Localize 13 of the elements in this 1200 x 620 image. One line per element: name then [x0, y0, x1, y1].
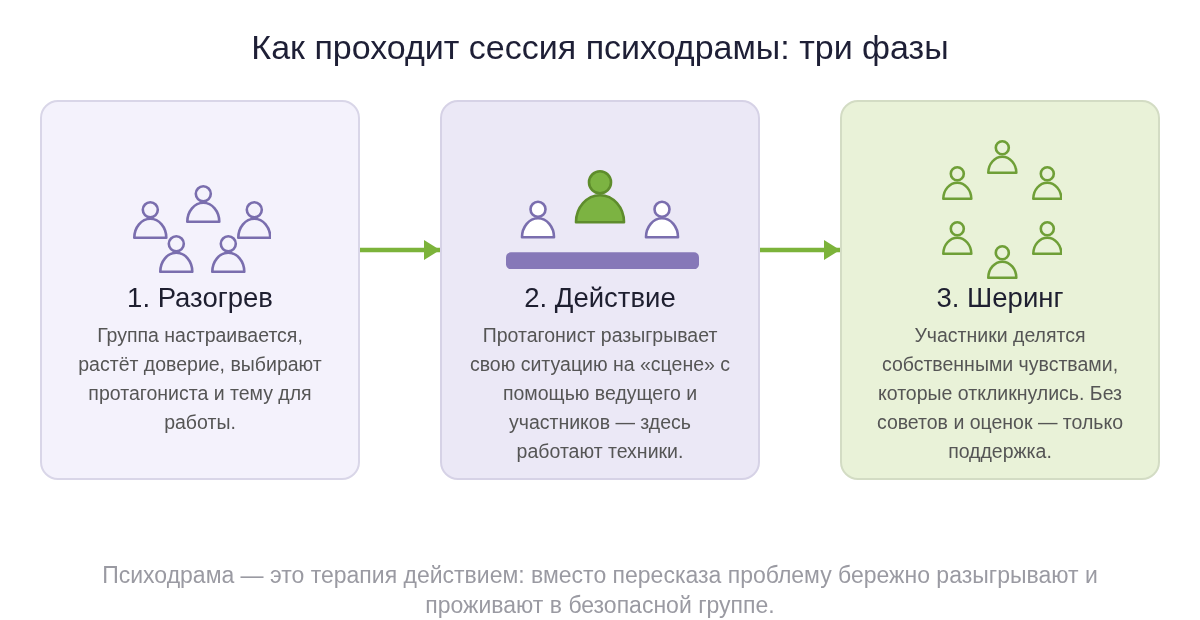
caption-text: Психодрама — это терапия действием: вместо пересказа проблему бережно разыгрывают и проживают в безопасной группе. — [101, 561, 1099, 620]
phase-description: Группа настраивается, растёт доверие, выбирают протагониста и тему для работы. — [77, 323, 323, 435]
phase-heading: 3. Шеринг — [936, 282, 1064, 314]
phase-card — [840, 100, 1160, 480]
phase-description: Участники делятся собственными чувствами, которые откликнулись. Без советов и оценок — только поддержка. — [875, 323, 1125, 464]
phase-description: Протагонист разыгрывает свою ситуацию на «сцене» с помощью ведущего и участников — здесь работают техники. — [468, 323, 732, 464]
phase-heading: 1. Разогрев — [127, 282, 273, 314]
arrow — [360, 240, 440, 260]
phase-card — [40, 100, 360, 480]
phase-heading: 2. Действие — [524, 282, 676, 314]
diagram-title: Как проходит сессия психодрамы: три фазы — [251, 27, 949, 67]
phase-card — [440, 100, 760, 480]
arrow — [760, 240, 840, 260]
